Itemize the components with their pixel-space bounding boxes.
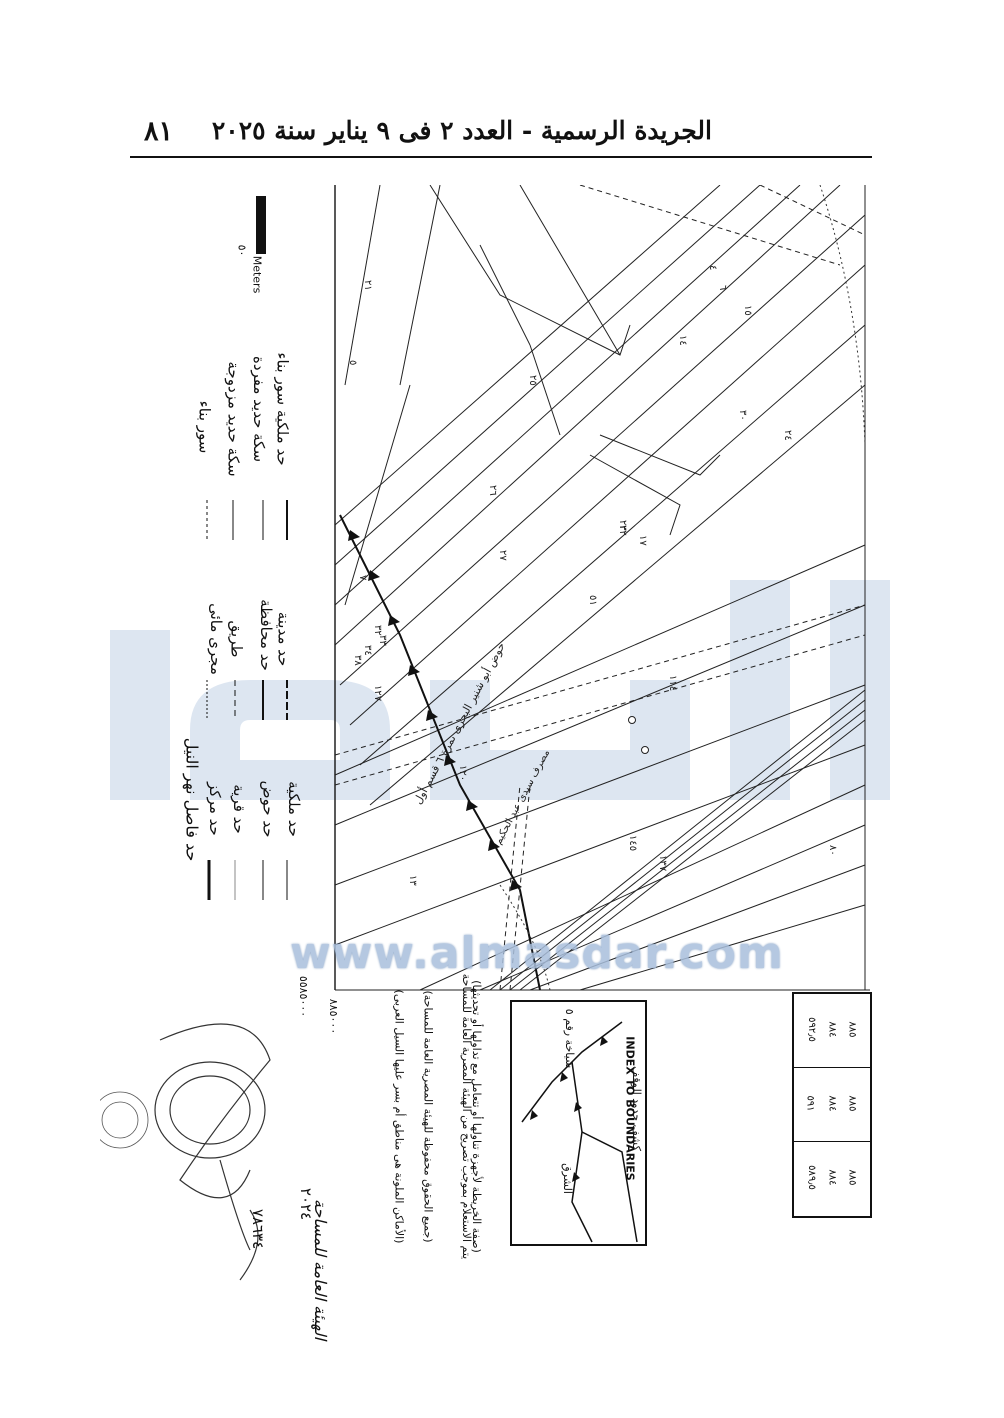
gazette-title: الجريدة الرسمية - العدد ٢ فى ٩ يناير سنة… xyxy=(211,116,712,145)
coord-value: ٨٨٥ xyxy=(846,1169,858,1186)
scale-bar xyxy=(256,196,266,254)
basin-number: ١٢٠ xyxy=(457,765,468,781)
coordinate-table: ٨٨٥ ٨٨٤ ٥٩٢٫٥ ٨٨٥ ٨٨٤ ٥٩١ ٨٨٥ ٨٨٤ ٥٨٩٫٥ xyxy=(792,992,872,1218)
parcel-number: ٦ xyxy=(717,285,728,290)
note-3: (جميع الحقوق محفوظة للهيئة المصرية العام… xyxy=(421,990,435,1243)
coord-value: ٨٨٤ xyxy=(826,1169,838,1186)
index-map xyxy=(521,1021,638,1243)
watermark-logo xyxy=(110,580,890,800)
parcel-number: ٥١ xyxy=(587,595,598,606)
page-number: ٨١ xyxy=(144,116,174,147)
coord-value: ٥٩١ xyxy=(804,1095,816,1112)
note-4: (الأماكن الملونة هى مناطق أم بسر عليها ا… xyxy=(392,989,406,1244)
legend-label-1: حد ملكية سور بناء xyxy=(273,352,292,466)
signature-date: ٢٠٢٤ xyxy=(297,1187,316,1221)
scale-value: ٥٠ xyxy=(235,244,249,257)
parcel-number: ٨٠ xyxy=(827,845,838,856)
scale-unit: Meters xyxy=(250,255,264,294)
parcel-number: ٢٦ xyxy=(487,485,498,496)
signature-ref: ٧٨٦٣٤ xyxy=(249,1208,268,1250)
parcel-number: ٣٢ xyxy=(372,625,383,636)
legend-label-2: سكة حديد مفردة xyxy=(250,355,269,463)
parcel-number: ٣٤ xyxy=(362,645,373,656)
parcel-number: ١١٤ xyxy=(667,675,678,691)
coord-cell: ٨٨٥ ٨٨٤ ٥٨٩٫٥ xyxy=(794,1142,870,1215)
coord-value: ٥٩٢٫٥ xyxy=(805,1017,817,1042)
coord-cell: ٨٨٥ ٨٨٤ ٥٩١ xyxy=(794,1068,870,1142)
parcel-number: ٤ xyxy=(707,265,718,270)
parcel-number: ١٤ xyxy=(677,335,688,346)
coord-value: ٥٨٩٫٥ xyxy=(805,1165,817,1190)
parcel-number: ٥ xyxy=(347,360,358,365)
parcel-number: ٣٨ xyxy=(352,655,363,666)
parcel-number: ١٣٧ xyxy=(657,855,668,872)
legend-label-3: سكة حديد مزدوجة xyxy=(224,361,243,477)
parcel-number: ١٢٧ xyxy=(372,685,383,702)
page-header: ٨١ الجريدة الرسمية - العدد ٢ فى ٩ يناير … xyxy=(130,108,872,158)
coord-value: ٨٨٤ xyxy=(826,1021,838,1038)
coord-cell: ٨٨٥ ٨٨٤ ٥٩٢٫٥ xyxy=(794,994,870,1068)
canal-label: مصرف سيدى عبد الحكيم xyxy=(493,748,552,846)
parcel-number: ٢٤ xyxy=(782,430,793,441)
parcel-number: ٢٧ xyxy=(497,550,508,561)
watermark-url: www.almasdar.com xyxy=(290,928,784,979)
coord-value: ٨٨٤ xyxy=(826,1095,838,1112)
parcel-number: ٣٣ xyxy=(377,635,388,646)
header-rule xyxy=(130,156,872,158)
legend-symbols xyxy=(206,500,288,900)
coord-value: ٨٨٥ xyxy=(846,1095,858,1112)
legend-label-4: سور بناء xyxy=(195,400,214,454)
signature-area: الهيئة العامة للمساحة ٧٨٦٣٤ ٢٠٢٤ xyxy=(91,1000,340,1340)
parcel-number: ٢٥ xyxy=(527,375,538,386)
parcel-number: ١٧ xyxy=(637,535,648,546)
parcel-number: ٢٢ xyxy=(617,525,628,536)
coord-value: ٨٨٥ xyxy=(846,1021,858,1038)
parcel-number: ٢٣ xyxy=(617,520,628,531)
index-to-boundaries: INDEX TO BOUNDARIES كشف حدود الوقف شياخة… xyxy=(510,1000,647,1246)
parcel-number: ٣٠ xyxy=(737,410,748,421)
parcel-number: ٧ xyxy=(357,575,368,581)
parcel-number: ١٣ xyxy=(407,875,418,886)
parcel-number: ٢١ xyxy=(362,280,373,291)
note-2: يتم الاستعلام بموجب تصريح من الهيئة المص… xyxy=(460,973,474,1260)
stamp-seal xyxy=(91,1023,271,1281)
parcel-number: ١٥ xyxy=(742,305,753,316)
parcel-number: ١٤٥ xyxy=(627,835,638,851)
